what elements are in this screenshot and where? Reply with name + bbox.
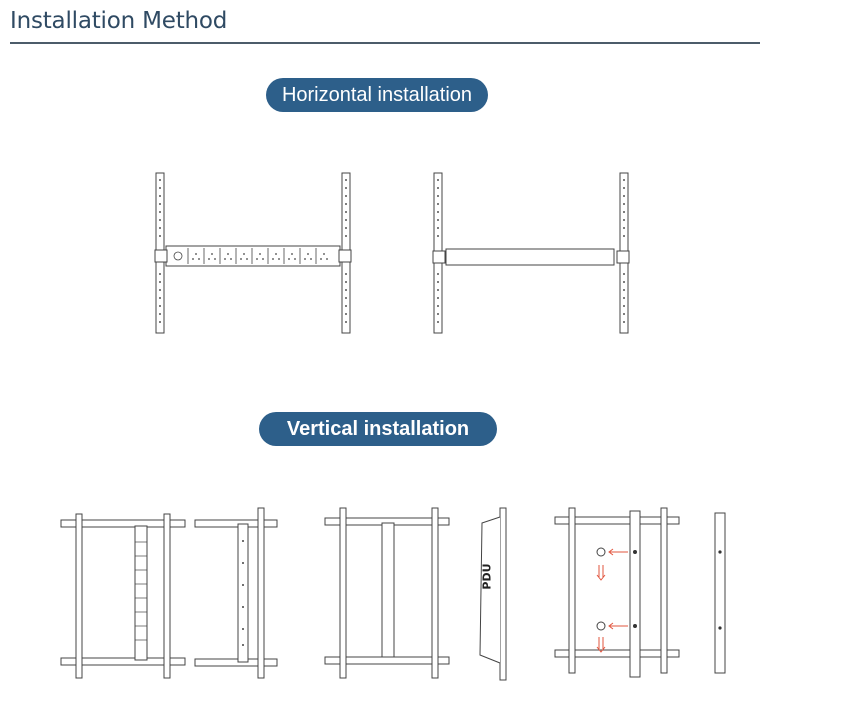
- horizontal-front-diagram: [154, 172, 352, 334]
- horizontal-back-diagram: [432, 172, 630, 334]
- vertical-bar-diagram: [714, 512, 726, 674]
- vertical-back-diagram: [324, 507, 450, 679]
- section-title: Installation Method: [10, 8, 228, 34]
- vertical-installation-badge: Vertical installation: [259, 412, 497, 446]
- horizontal-installation-label: Horizontal installation: [281, 83, 473, 106]
- pdu-text: PDU: [480, 563, 494, 590]
- vertical-front-diagram: [60, 513, 186, 679]
- vertical-side-diagram: [194, 507, 278, 679]
- horizontal-installation-badge: Horizontal installation: [266, 78, 488, 112]
- vertical-pdu-side-diagram: [479, 507, 507, 681]
- vertical-installation-label: Vertical installation: [286, 417, 470, 440]
- title-underline: [10, 42, 760, 44]
- vertical-mount-diagram: [554, 507, 680, 678]
